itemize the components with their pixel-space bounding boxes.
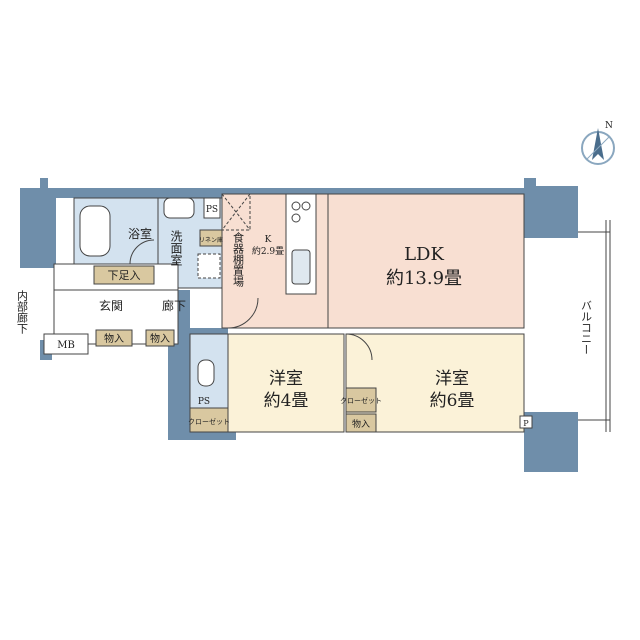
partitions	[54, 239, 524, 432]
compass-icon	[581, 128, 615, 165]
pantry-space	[221, 193, 251, 231]
bathtub	[79, 205, 111, 257]
ps-top-label: PS	[206, 205, 218, 215]
storage-large-room-label: 物入	[352, 418, 370, 430]
balcony-label: バルコニー	[580, 300, 593, 355]
western-room-large-size: 約6畳	[430, 391, 475, 411]
bath-label: 浴室	[128, 226, 152, 241]
washbasin	[163, 197, 195, 219]
ldk-size: 約13.9畳	[386, 268, 462, 289]
p-label: P	[523, 419, 529, 428]
ldk-label: LDK	[404, 244, 444, 265]
western-room-small-size: 約4畳	[264, 391, 309, 411]
hallway-label: 廊下	[162, 298, 186, 313]
linen-storage-label: リネン庫	[199, 236, 223, 244]
washroom-label: 洗面室	[169, 230, 183, 266]
storage-entrance-label: 物入	[104, 332, 124, 345]
interior-hallway-label: 内部廊下	[16, 289, 29, 335]
western-room-small-label: 洋室	[269, 369, 303, 389]
compass-label: N	[605, 121, 613, 131]
kitchen-counter	[285, 193, 317, 295]
washer-pan	[197, 253, 221, 279]
kitchen-size: 約2.9畳	[252, 245, 284, 257]
closet-small-label: クローゼット	[188, 417, 230, 426]
pantry-label: 食器棚置場	[232, 231, 245, 288]
toilet	[197, 359, 215, 387]
balcony-railing	[578, 220, 611, 432]
western-room-large-label: 洋室	[435, 369, 469, 389]
shoe-storage-label: 下足入	[108, 269, 141, 282]
entrance-label: 玄関	[99, 298, 123, 313]
kitchen-label: K	[265, 235, 272, 245]
storage-hallway-label: 物入	[150, 332, 170, 345]
ps-bottom-label: PS	[198, 397, 210, 407]
label-boxes	[43, 197, 533, 433]
closet-large-label: クローゼット	[340, 396, 382, 405]
mb-label: MB	[57, 340, 75, 351]
